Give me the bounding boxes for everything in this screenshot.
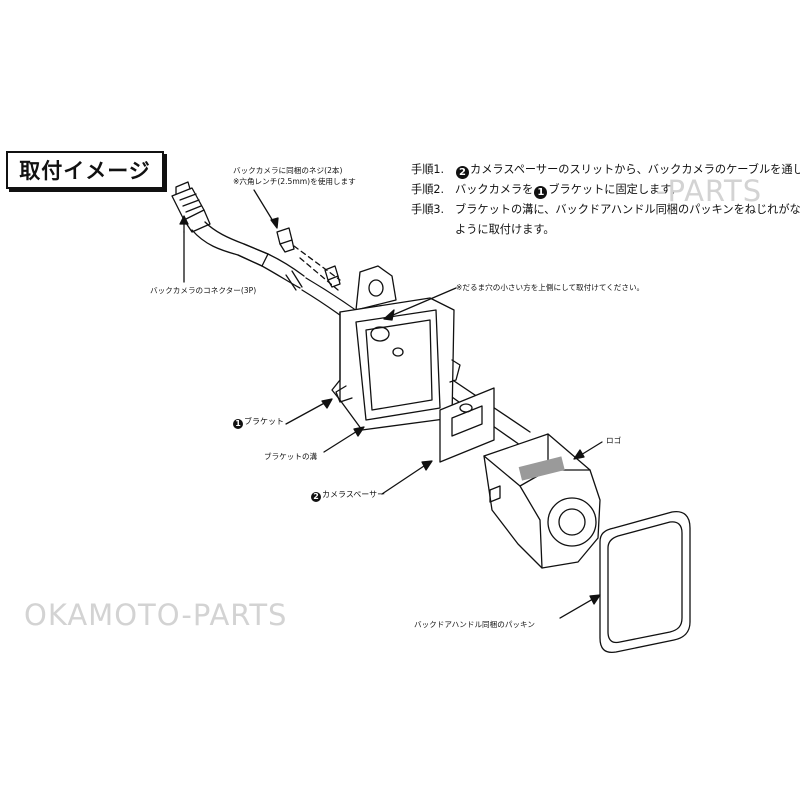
screw-label: バックカメラに同梱のネジ(2本): [233, 166, 343, 175]
camera-icon: [483, 433, 601, 569]
step-number: 手順3.: [411, 203, 445, 216]
spacer-number-icon: 2: [456, 166, 469, 179]
packing-label: バックドアハンドル同梱のパッキン: [414, 620, 535, 629]
logo-label: ロゴ: [606, 436, 622, 445]
connector-icon: [171, 181, 211, 233]
logo-mark: [518, 456, 565, 481]
watermark: -PARTS: [656, 174, 763, 208]
packing-icon: [599, 510, 691, 654]
step-text-pre: バックカメラを: [455, 183, 534, 196]
bracket-number-icon: 1: [233, 419, 243, 429]
screw-icon: [276, 227, 295, 253]
step-number: 手順1.: [411, 163, 445, 176]
step-3: 手順3. ブラケットの溝に、バックドアハンドル同梱のパッキンをねじれがない: [411, 200, 800, 220]
page-title: 取付イメージ: [6, 151, 164, 189]
step-text: ように取付けます。: [455, 223, 555, 236]
hole-note-leader-line: [385, 287, 457, 319]
hole-orientation-note: ※だるま穴の小さい方を上側にして取付けてください。: [456, 283, 645, 292]
bracket-groove-label: ブラケットの溝: [264, 452, 318, 461]
spacer-leader-line: [381, 461, 431, 495]
spacer-icon: [439, 387, 495, 463]
screw-icon: [324, 265, 341, 288]
watermark: OKAMOTO-PARTS: [24, 598, 288, 632]
connector-label: バックカメラのコネクター(3P): [150, 286, 257, 295]
step-text: ブラケットの溝に、バックドアハンドル同梱のパッキンをねじれがない: [455, 203, 800, 216]
screw-guide-line: [293, 245, 341, 291]
bracket-leader-line: [285, 399, 331, 425]
step-number: 手順2.: [411, 183, 445, 196]
spacer-number-icon: 2: [311, 492, 321, 502]
step-3-continued: ように取付けます。: [411, 220, 796, 240]
hex-wrench-note: ※六角レンチ(2.5mm)を使用します: [233, 177, 356, 186]
step-text: カメラスペーサーのスリットから、バックカメラのケーブルを通します。: [470, 163, 800, 176]
bracket-number-icon: 1: [534, 186, 548, 199]
bracket-icon: [331, 265, 461, 431]
step-text: ブラケットに固定します。: [548, 183, 682, 196]
